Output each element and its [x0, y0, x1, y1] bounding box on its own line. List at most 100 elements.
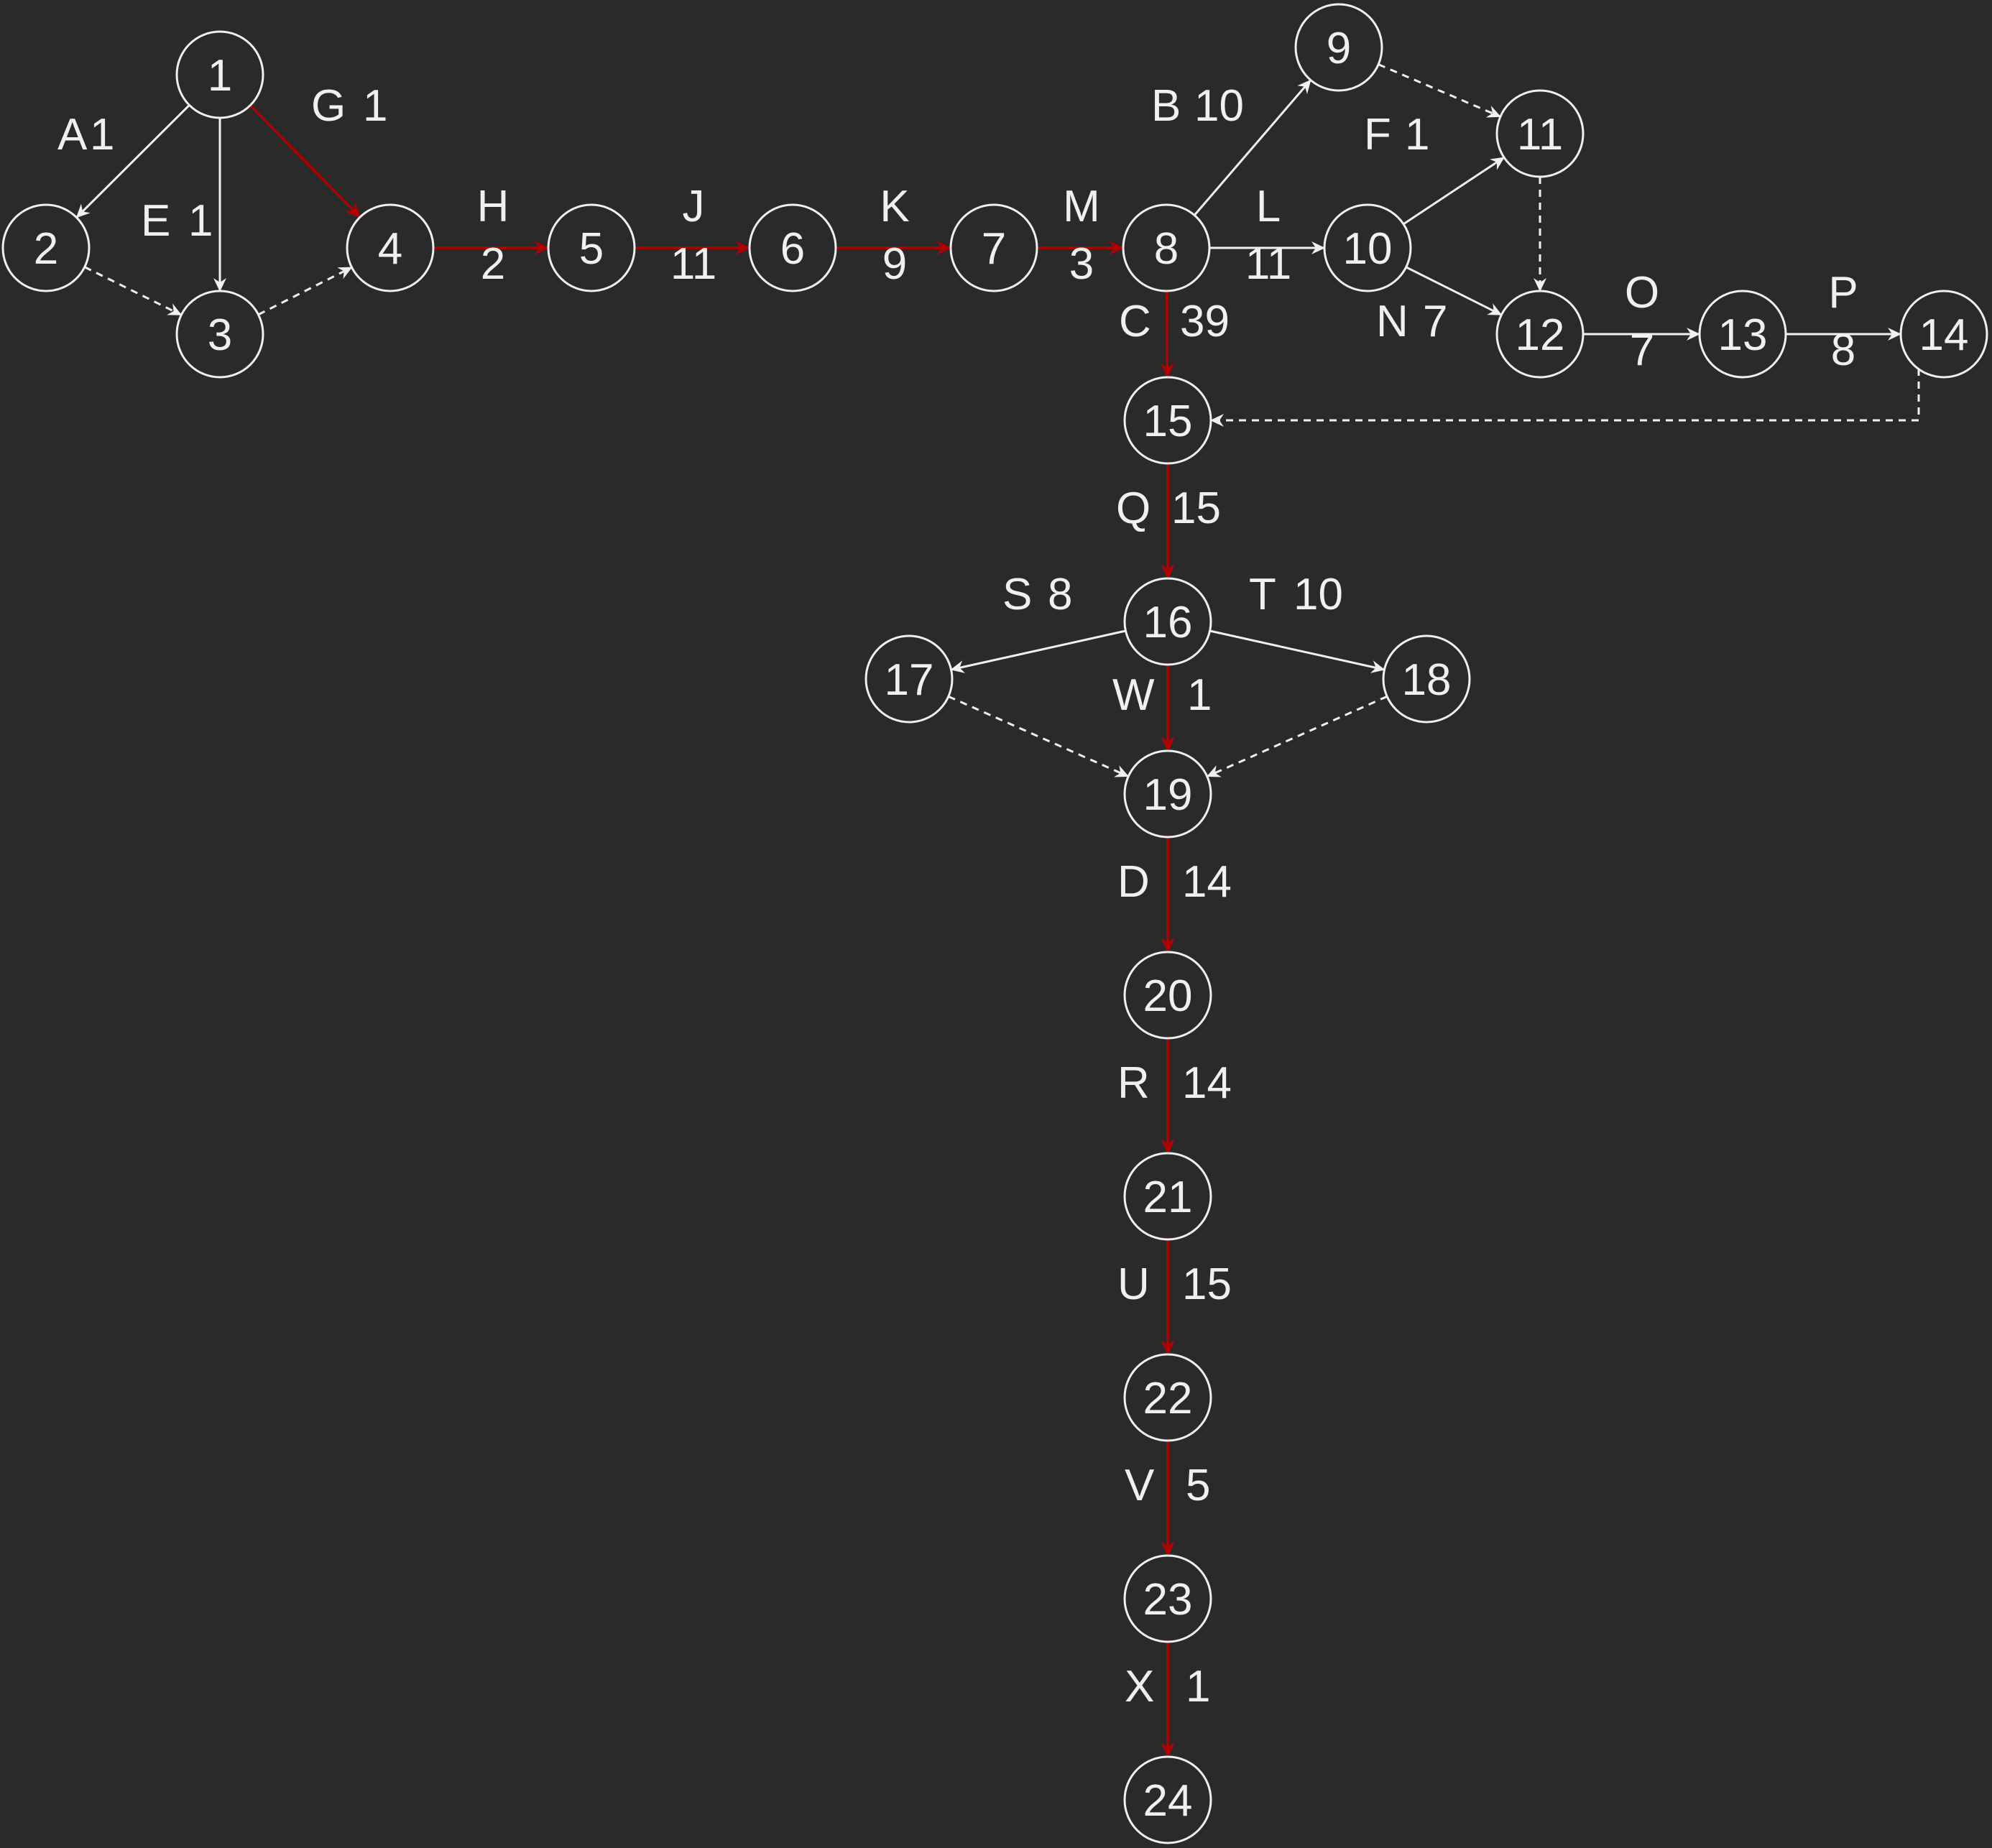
edge-duration-label: 1 — [188, 196, 213, 246]
edge-activity-label: U — [1117, 1260, 1150, 1309]
edge-activity-label: T — [1249, 570, 1276, 619]
node-label: 23 — [1143, 1575, 1193, 1625]
edge-activity-label: F — [1364, 110, 1391, 160]
edge-activity-label: P — [1828, 268, 1858, 318]
edge-duration-label: 7 — [1630, 325, 1654, 375]
node-circle[interactable] — [1123, 749, 1212, 838]
node-circle[interactable] — [748, 203, 837, 292]
node-circle[interactable] — [1, 203, 91, 292]
node-19[interactable]: 19 — [1123, 749, 1212, 838]
node-label: 6 — [780, 224, 805, 274]
edge-line — [1209, 629, 1385, 673]
node-circle[interactable] — [175, 30, 264, 119]
edge-duration-label: 11 — [670, 239, 716, 289]
node-circle[interactable] — [1123, 1554, 1212, 1643]
edge-duration-label: 11 — [1245, 239, 1291, 289]
node-4[interactable]: 4 — [346, 203, 435, 292]
node-circle[interactable] — [1123, 951, 1212, 1040]
dummy-edge-9-11 — [1378, 63, 1501, 118]
node-circle[interactable] — [1382, 634, 1471, 724]
node-14[interactable]: 14 — [1899, 290, 1988, 379]
node-label: 2 — [34, 224, 58, 274]
edge-line — [249, 104, 361, 218]
node-label: 13 — [1718, 310, 1768, 360]
node-label: 16 — [1143, 598, 1193, 647]
edge-activity-label: O — [1625, 268, 1659, 318]
node-circle[interactable] — [1123, 1152, 1212, 1241]
edge-activity-label: R — [1117, 1058, 1150, 1108]
node-circle[interactable] — [547, 203, 636, 292]
edge-duration-label: 2 — [481, 239, 505, 289]
edge-activity-label: L — [1256, 182, 1281, 231]
node-10[interactable]: 10 — [1323, 203, 1412, 292]
edge-activity-label: N — [1376, 297, 1408, 346]
node-23[interactable]: 23 — [1123, 1554, 1212, 1643]
node-3[interactable]: 3 — [175, 290, 264, 379]
node-15[interactable]: 15 — [1123, 376, 1212, 465]
node-circle[interactable] — [1698, 290, 1787, 379]
node-24[interactable]: 24 — [1123, 1755, 1212, 1844]
node-circle[interactable] — [1123, 1353, 1212, 1442]
node-1[interactable]: 1 — [175, 30, 264, 119]
node-circle[interactable] — [1123, 376, 1212, 465]
node-label: 17 — [885, 655, 934, 705]
edge-activity-label: S — [1002, 570, 1032, 619]
edge-duration-label: 1 — [90, 110, 114, 160]
node-13[interactable]: 13 — [1698, 290, 1787, 379]
node-circle[interactable] — [1495, 290, 1585, 379]
edge-duration-label: 5 — [1186, 1461, 1210, 1510]
edge-activity-label: J — [683, 182, 705, 231]
node-12[interactable]: 12 — [1495, 290, 1585, 379]
edge-duration-label: 8 — [1831, 325, 1855, 375]
node-8[interactable]: 8 — [1122, 203, 1211, 292]
node-circle[interactable] — [1294, 3, 1383, 92]
edge-line — [1403, 156, 1505, 226]
edge-activity-label: A — [57, 110, 88, 160]
node-18[interactable]: 18 — [1382, 634, 1471, 724]
node-circle[interactable] — [1495, 89, 1585, 178]
node-16[interactable]: 16 — [1123, 577, 1212, 666]
dummy-edge-2-3 — [84, 266, 183, 316]
node-9[interactable]: 9 — [1294, 3, 1383, 92]
edge-duration-label: 9 — [882, 239, 907, 289]
node-21[interactable]: 21 — [1123, 1152, 1212, 1241]
node-circle[interactable] — [949, 203, 1038, 292]
edge-duration-label: 7 — [1423, 297, 1447, 346]
node-17[interactable]: 17 — [864, 634, 954, 724]
dummy-edge-line — [84, 266, 183, 316]
edge-activity-label: W — [1112, 670, 1155, 720]
node-circle[interactable] — [175, 290, 264, 379]
node-6[interactable]: 6 — [748, 203, 837, 292]
node-circle[interactable] — [1123, 577, 1212, 666]
dummy-edge-line — [1206, 695, 1388, 778]
node-circle[interactable] — [1899, 290, 1988, 379]
node-22[interactable]: 22 — [1123, 1353, 1212, 1442]
edge-activity-label: D — [1117, 857, 1150, 907]
dummy-edge-14-15 — [1210, 369, 1920, 427]
dummy-edge-line — [257, 266, 353, 316]
edge-A — [75, 104, 190, 218]
edge-line — [950, 629, 1126, 673]
edge-activity-label: H — [477, 182, 509, 231]
node-20[interactable]: 20 — [1123, 951, 1212, 1040]
node-circle[interactable] — [1123, 1755, 1212, 1844]
node-2[interactable]: 2 — [1, 203, 91, 292]
edge-T — [1209, 629, 1385, 673]
node-label: 19 — [1143, 770, 1193, 820]
edge-N — [1405, 266, 1503, 316]
node-11[interactable]: 11 — [1495, 89, 1585, 178]
node-7[interactable]: 7 — [949, 203, 1038, 292]
dummy-edge-line — [948, 695, 1130, 778]
node-label: 3 — [208, 310, 232, 360]
node-circle[interactable] — [864, 634, 954, 724]
edge-line — [1160, 290, 1175, 379]
node-circle[interactable] — [346, 203, 435, 292]
node-5[interactable]: 5 — [547, 203, 636, 292]
node-circle[interactable] — [1323, 203, 1412, 292]
node-circle[interactable] — [1122, 203, 1211, 292]
node-label: 24 — [1143, 1776, 1193, 1826]
node-label: 14 — [1919, 310, 1969, 360]
